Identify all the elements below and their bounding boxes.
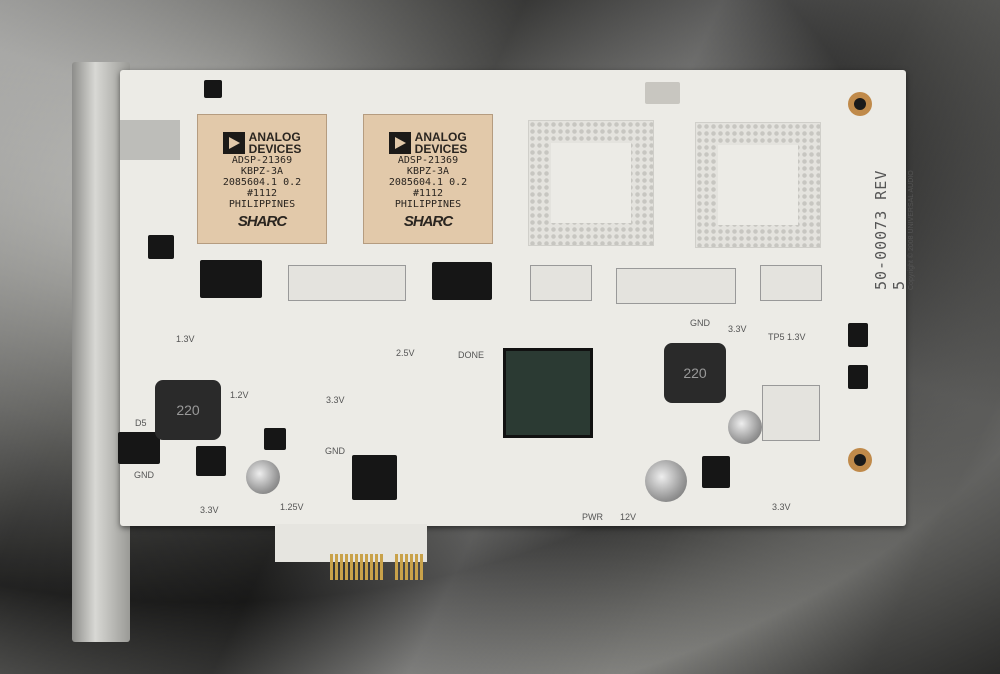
- connector: [118, 432, 160, 464]
- chip-family: SHARC: [237, 213, 287, 230]
- capacitor: [246, 460, 280, 494]
- gold-finger: [340, 554, 343, 580]
- gold-finger: [330, 554, 333, 580]
- ic-chip: [848, 323, 868, 347]
- bga-footprint-1: [528, 120, 654, 246]
- ic-chip: [702, 456, 730, 488]
- silk-label: TP5 1.3V: [768, 332, 806, 342]
- silk-label: PWR: [582, 512, 603, 522]
- bracket-tab: [120, 120, 180, 160]
- inductor-label: 220: [176, 402, 200, 418]
- chip-date: #1112: [246, 188, 278, 199]
- capacitor: [645, 460, 687, 502]
- chip-brand: DEVICES: [248, 142, 302, 156]
- silk-label: GND: [325, 446, 345, 456]
- mounting-hole: [848, 448, 872, 472]
- silk-label: GND: [134, 470, 154, 480]
- inductor-left: 220: [155, 380, 221, 440]
- gold-finger: [415, 554, 418, 580]
- analog-devices-logo-icon: [388, 132, 411, 154]
- capacitor: [728, 410, 762, 444]
- silk-label: 3.3V: [200, 505, 219, 515]
- header-footprint: [288, 265, 406, 301]
- board-marking: 50-00073 REV 5 Copyright © 2008 UNIVERSA…: [872, 162, 915, 290]
- gold-finger: [405, 554, 408, 580]
- xilinx-fpga: [503, 348, 593, 438]
- chip-origin: PHILIPPINES: [394, 199, 462, 210]
- chip-lot: 2085604.1 0.2: [388, 177, 468, 188]
- gold-finger: [400, 554, 403, 580]
- component-footprint: [762, 385, 820, 441]
- silk-label: 3.3V: [326, 395, 345, 405]
- gold-finger: [355, 554, 358, 580]
- gold-finger: [335, 554, 338, 580]
- gold-finger: [410, 554, 413, 580]
- chip-part: ADSP-21369: [231, 155, 293, 166]
- gold-finger: [370, 554, 373, 580]
- silk-label: 2.5V: [396, 348, 415, 358]
- gold-finger: [360, 554, 363, 580]
- crystal: [645, 82, 680, 104]
- gold-finger: [365, 554, 368, 580]
- chip-brand: DEVICES: [414, 142, 468, 156]
- chip-part: ADSP-21369: [397, 155, 459, 166]
- gold-finger: [345, 554, 348, 580]
- mounting-hole: [848, 92, 872, 116]
- silk-label: 1.2V: [230, 390, 249, 400]
- chip-lot: 2085604.1 0.2: [222, 177, 302, 188]
- ic-chip: [196, 446, 226, 476]
- memory-chip: [200, 260, 262, 298]
- small-ic: [148, 235, 174, 259]
- chip-brand: ANALOG: [248, 130, 301, 144]
- chip-date: #1112: [412, 188, 444, 199]
- gold-finger: [420, 554, 423, 580]
- gold-finger: [380, 554, 383, 580]
- silk-label: 12V: [620, 512, 637, 522]
- silk-label: 1.3V: [176, 334, 195, 344]
- ic-chip: [264, 428, 286, 450]
- connector-footprint: [530, 265, 592, 301]
- ic-chip: [848, 365, 868, 389]
- gold-finger: [395, 554, 398, 580]
- analog-devices-logo-icon: [222, 132, 245, 154]
- chip-grade: KBPZ-3A: [406, 166, 450, 177]
- ic-chip: [352, 455, 397, 500]
- silk-label: GND: [690, 318, 710, 328]
- small-ic: [204, 80, 222, 98]
- chip-family: SHARC: [403, 213, 453, 230]
- part-number: 50-00073 REV 5: [872, 169, 908, 290]
- silk-label: 3.3V: [728, 324, 747, 334]
- gold-finger: [350, 554, 353, 580]
- connector-footprint: [760, 265, 822, 301]
- silk-label: D5: [135, 418, 147, 428]
- silk-label: DONE: [458, 350, 485, 360]
- header-footprint: [616, 268, 736, 304]
- bga-footprint-2: [695, 122, 821, 248]
- inductor-label: 220: [683, 365, 707, 381]
- key-notch: [312, 524, 332, 584]
- chip-origin: PHILIPPINES: [228, 199, 296, 210]
- silk-label: 3.3V: [772, 502, 791, 512]
- memory-chip: [432, 262, 492, 300]
- chip-brand: ANALOG: [414, 130, 467, 144]
- silk-label: 1.25V: [280, 502, 304, 512]
- inductor-right: 220: [664, 343, 726, 403]
- gold-finger: [375, 554, 378, 580]
- chip-grade: KBPZ-3A: [240, 166, 284, 177]
- copyright: Copyright © 2008 UNIVERSAL AUDIO: [908, 170, 915, 290]
